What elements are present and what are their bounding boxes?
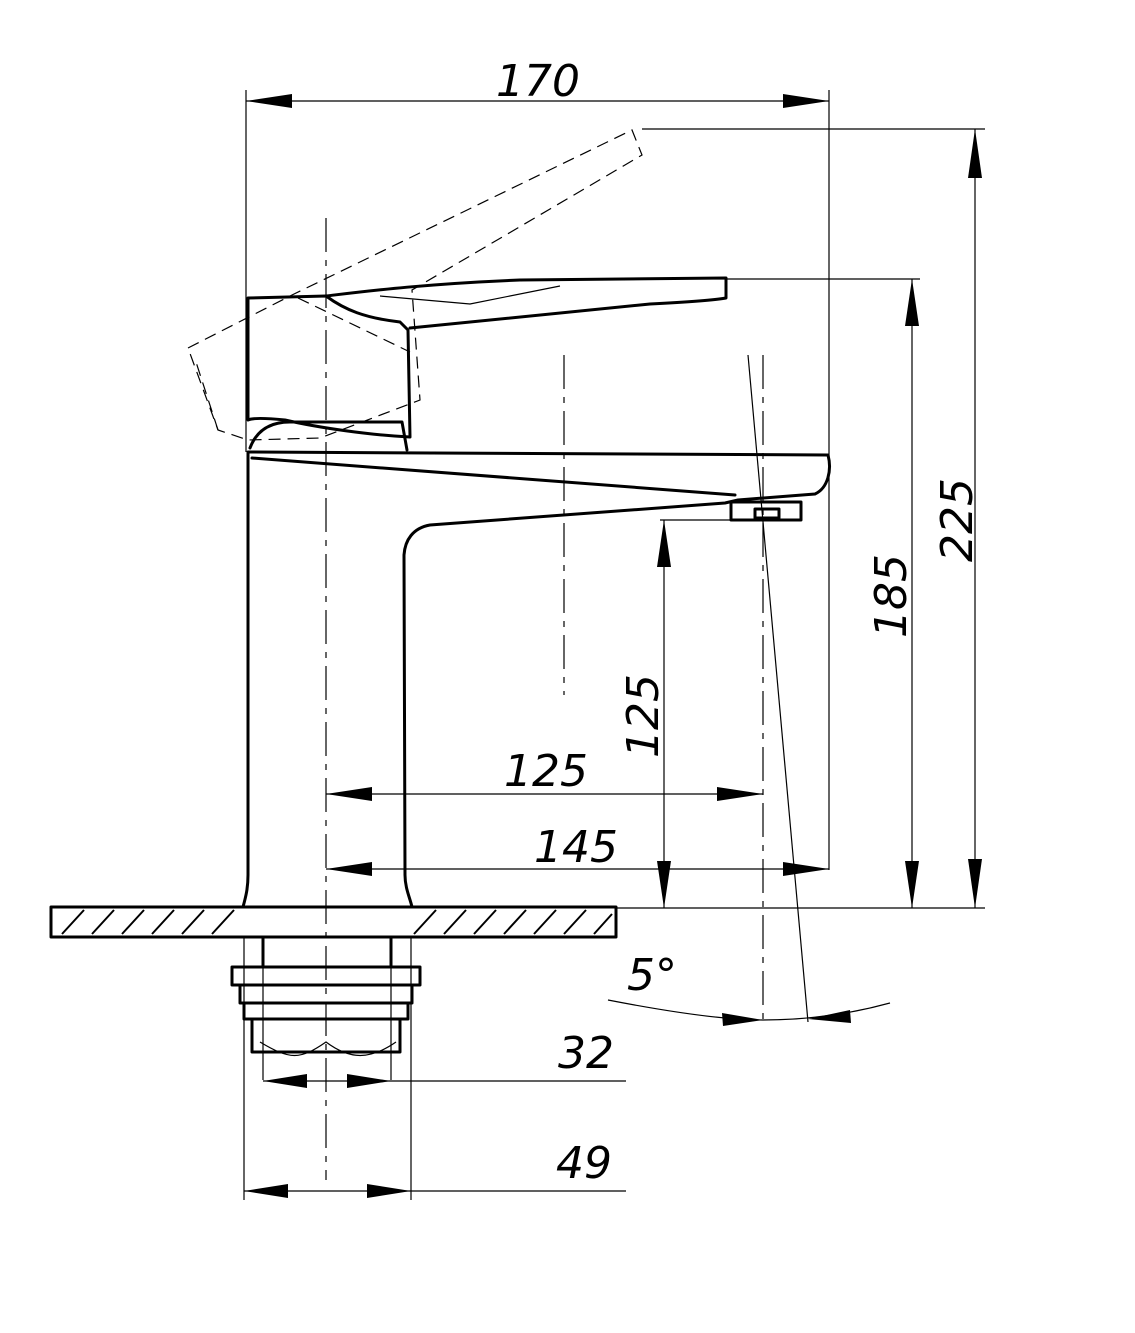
dimension-185: 185 [866,279,919,908]
dimension-225: 225 [932,129,983,908]
lever-handle [246,276,728,439]
dimension-145: 145 [326,822,829,876]
dimension-label-32: 32 [558,1028,614,1079]
lever-handle-raised [187,129,643,441]
dimension-label-125-vertical: 125 [618,674,669,758]
extension-lines [243,90,985,1200]
dimension-label-170: 170 [496,56,580,107]
dimension-label-225: 225 [932,478,983,562]
dimension-32: 32 [263,1028,626,1088]
dimension-125-vertical: 125 [618,520,671,908]
dimension-label-145: 145 [534,822,618,873]
dimension-label-5-degree: 5° [627,950,677,1001]
faucet-body [241,450,831,909]
dimension-49: 49 [244,1138,626,1198]
dimension-label-125-horizontal: 125 [504,746,588,797]
dimension-125-horizontal: 125 [326,746,763,801]
aerator [729,500,803,522]
countertop-hatching [61,909,613,935]
dimension-170: 170 [246,56,829,108]
spout-top-line [250,456,737,497]
countertop [49,905,618,939]
dimension-5-degree: 5° [607,950,891,1026]
dimension-label-185: 185 [866,554,917,638]
dimension-label-49: 49 [556,1138,612,1189]
